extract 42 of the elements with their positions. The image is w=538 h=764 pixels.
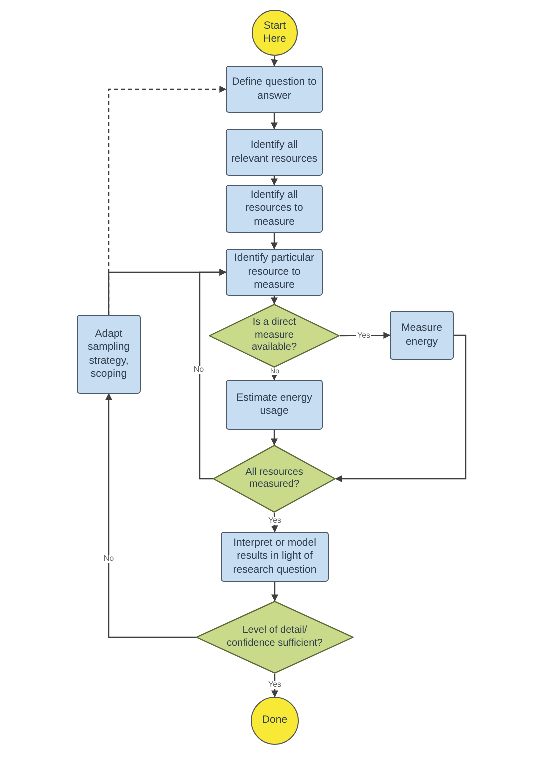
edge-label: No — [192, 366, 206, 374]
process-box — [390, 311, 454, 360]
arrow — [106, 393, 196, 638]
arrow — [271, 113, 278, 130]
edge-label: No — [102, 555, 116, 563]
arrow — [271, 233, 278, 250]
arrow — [271, 512, 278, 533]
process-box — [226, 380, 323, 430]
arrow — [271, 176, 278, 186]
node-label: Estimate energy usage — [236, 392, 314, 418]
terminal-circle — [252, 10, 298, 56]
process-box — [226, 185, 323, 233]
node-label: Identify all relevant resources — [231, 139, 318, 166]
process-box — [226, 129, 323, 176]
node-label: Interpret or model results in light of research question — [232, 536, 318, 578]
process-box — [221, 532, 329, 582]
node-label: Identify particular resource to measure — [234, 252, 316, 293]
process-box — [226, 66, 323, 113]
arrow — [271, 56, 278, 67]
node-label: Level of detail/ confidence sufficient? — [226, 625, 324, 650]
node-label: Define question to answer — [231, 76, 318, 103]
terminal-circle — [251, 697, 299, 745]
edge-label: Yes — [267, 517, 283, 525]
node-label: Identify all resources to measure — [244, 188, 304, 230]
node-label: Is a direct measure available? — [250, 317, 298, 355]
edge-label: Yes — [356, 332, 372, 340]
process-box — [226, 249, 323, 296]
arrow — [272, 582, 278, 602]
arrow — [108, 269, 227, 315]
arrow — [271, 430, 278, 446]
decision-diamond — [213, 445, 336, 513]
edge-label: Yes — [267, 681, 283, 689]
node-label: Done — [262, 714, 288, 728]
node-label: Start Here — [262, 20, 288, 46]
node-label: All resources measured? — [244, 466, 304, 492]
node-label: Measure energy — [400, 322, 444, 349]
decision-diamond — [196, 601, 354, 674]
arrow — [335, 334, 467, 482]
process-box — [77, 315, 141, 394]
decision-diamond — [209, 304, 340, 368]
node-label: Adapt sampling strategy, scoping — [86, 328, 132, 382]
arrow — [271, 296, 278, 305]
